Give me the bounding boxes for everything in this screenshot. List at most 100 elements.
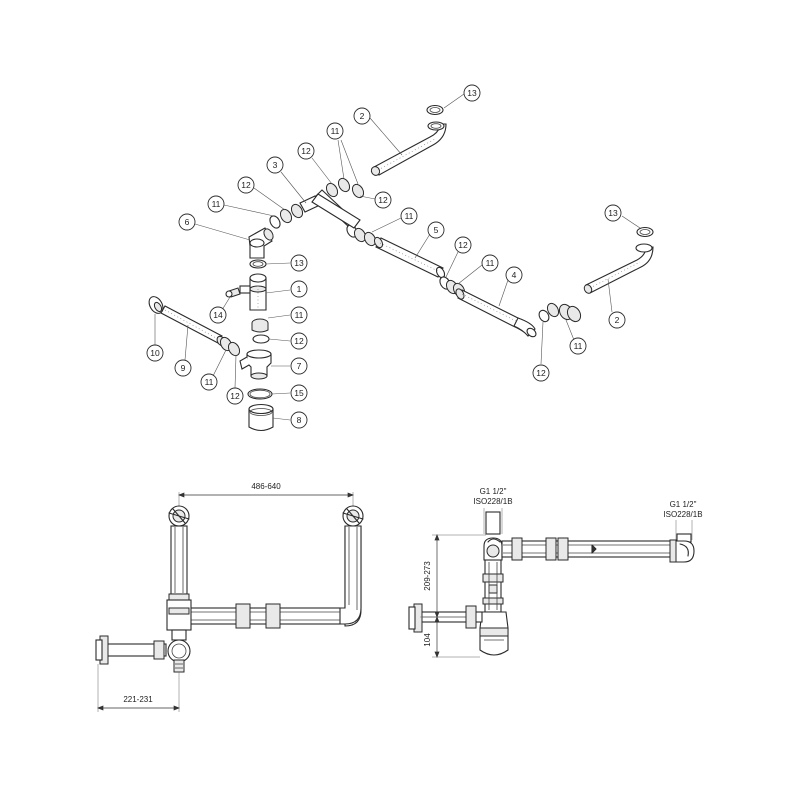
nut-and-seal-set-right — [538, 302, 582, 323]
callout-15: 15 — [290, 384, 308, 402]
callout-5-label: 5 — [434, 225, 439, 235]
left-thread-marker — [483, 508, 503, 535]
side-trap-cup — [479, 611, 509, 656]
callout-9-label: 9 — [181, 363, 186, 373]
side-trap-vertical — [482, 559, 504, 613]
callout-13-middle-label: 13 — [294, 258, 304, 268]
callout-12-lower-left-label: 12 — [230, 391, 240, 401]
plan-view: 486-640 — [95, 482, 364, 712]
trap-body-plan — [166, 599, 192, 673]
callout-13-right: 13 — [604, 204, 622, 222]
callout-3: 3 — [266, 156, 284, 174]
exploded-view: 13 2 11 12 3 12 11 6 12 — [146, 84, 654, 432]
callout-12-left-label: 12 — [241, 180, 251, 190]
side-right-elbow — [669, 539, 695, 563]
callout-11-right-middle-label: 11 — [486, 258, 495, 268]
callout-12-right-lower: 12 — [532, 364, 550, 382]
part-2-right-elbow-pipe — [583, 243, 654, 294]
callout-11-left: 11 — [207, 195, 225, 213]
part-9-nut-seal — [219, 336, 241, 357]
callout-11-middle-label: 11 — [405, 211, 414, 221]
callout-4: 4 — [505, 266, 523, 284]
part-1-trap-body — [239, 273, 267, 311]
callout-10: 10 — [146, 344, 164, 362]
callout-4-label: 4 — [512, 270, 517, 280]
callout-8: 8 — [290, 411, 308, 429]
callout-12-middle-label: 12 — [458, 240, 468, 250]
callout-7-label: 7 — [297, 361, 302, 371]
callout-2-right: 2 — [608, 311, 626, 329]
callout-11-middle: 11 — [400, 207, 418, 225]
callout-12-trap: 12 — [290, 332, 308, 350]
left-drain-head — [168, 505, 190, 527]
callout-15-label: 15 — [294, 388, 304, 398]
callout-8-label: 8 — [297, 415, 302, 425]
callout-11-lower-left: 11 — [200, 373, 218, 391]
thread-spec-left-line1: G1 1/2" — [480, 487, 507, 496]
dimension-height-label: 209-273 — [423, 561, 432, 591]
horizontal-drain-pipe — [189, 603, 341, 629]
thread-spec-right-line2: ISO228/1B — [663, 510, 702, 519]
callout-12-upper-label: 12 — [301, 146, 311, 156]
callout-13-top-label: 13 — [467, 88, 477, 98]
part-10-flange — [148, 296, 164, 314]
nut-and-seal-set-upper — [269, 177, 377, 247]
right-thread-marker — [675, 520, 693, 543]
callout-11-upper-label: 11 — [331, 126, 340, 136]
callout-7: 7 — [290, 357, 308, 375]
dimension-offset: 221-231 — [97, 664, 180, 712]
part-7-lower-body — [239, 349, 272, 380]
callout-11-lower-left-label: 11 — [205, 377, 214, 387]
dimension-height: 209-273 — [420, 534, 486, 618]
side-horizontal-pipe — [501, 537, 675, 561]
callout-10-label: 10 — [150, 348, 160, 358]
thread-spec-left-line2: ISO228/1B — [473, 497, 512, 506]
side-view: G1 1/2" ISO228/1B G1 1/2" ISO228/1B — [408, 487, 703, 658]
callout-14-label: 14 — [213, 310, 223, 320]
part-2-top-elbow-pipe — [370, 121, 447, 176]
dimension-offset-label: 221-231 — [123, 695, 153, 704]
callout-12-lower-left: 12 — [226, 387, 244, 405]
callout-11-trap-label: 11 — [295, 310, 304, 320]
callout-11-right-lower-label: 11 — [574, 341, 583, 351]
callout-1: 1 — [290, 280, 308, 298]
callout-2-top-label: 2 — [360, 111, 365, 121]
callout-11-upper: 11 — [326, 122, 344, 140]
part-4-elbow-pipe — [455, 288, 537, 338]
part-13-right-ring — [636, 226, 654, 238]
callout-11-right-middle: 11 — [481, 254, 499, 272]
callout-13-top: 13 — [463, 84, 481, 102]
callout-13-middle: 13 — [290, 254, 308, 272]
part-8-cup — [248, 403, 274, 432]
callout-11-left-label: 11 — [212, 199, 221, 209]
callout-2-right-label: 2 — [615, 315, 620, 325]
side-left-elbow — [483, 537, 503, 561]
dimension-width-label: 486-640 — [251, 482, 281, 491]
part-11-12-trap-nut — [251, 318, 270, 344]
right-drain-head — [342, 505, 364, 527]
part-6-elbow — [248, 227, 274, 259]
part-15-o-ring — [247, 388, 273, 400]
part-13-middle-ring — [249, 259, 267, 269]
callout-6-label: 6 — [185, 217, 190, 227]
callout-12-upper: 12 — [297, 142, 315, 160]
callout-12-upper-right-label: 12 — [378, 195, 388, 205]
overflow-pipe-plan — [95, 635, 167, 665]
callout-6: 6 — [178, 213, 196, 231]
callout-9: 9 — [174, 359, 192, 377]
part-13-top-ring — [426, 104, 444, 116]
callouts: 13 2 11 12 3 12 11 6 12 — [146, 84, 641, 429]
callout-1-label: 1 — [297, 284, 302, 294]
part-5-straight-pipe — [373, 236, 446, 279]
part-14-screw — [225, 287, 241, 298]
dimension-drop: 104 — [423, 616, 480, 658]
callout-12-right-lower-label: 12 — [536, 368, 546, 378]
callout-5: 5 — [427, 221, 445, 239]
callout-2-top: 2 — [353, 107, 371, 125]
callout-12-left: 12 — [237, 176, 255, 194]
thread-spec-right-line1: G1 1/2" — [670, 500, 697, 509]
part-3-long-diagonal — [311, 193, 361, 229]
dimension-width: 486-640 — [178, 482, 354, 508]
